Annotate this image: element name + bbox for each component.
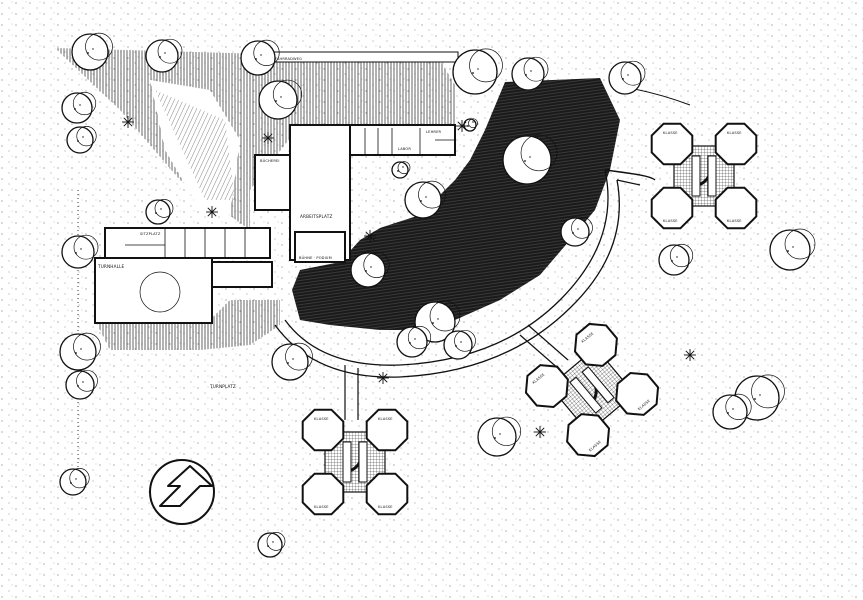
tree [240, 39, 280, 76]
tree [61, 234, 99, 269]
classroom-octagon [524, 364, 569, 409]
bike-path-label: FAHRRADWEG [275, 57, 302, 61]
tree [769, 228, 816, 271]
classroom-octagon [714, 122, 758, 166]
tree [414, 300, 461, 343]
gym-circle [139, 271, 181, 313]
tree [65, 369, 98, 400]
classroom-octagon [301, 472, 345, 516]
room-label-buehne: BÜHNE · PODIUM [299, 255, 332, 260]
classroom-octagon [301, 408, 345, 452]
classroom-octagon [573, 322, 618, 367]
classroom-label: KLASSE [727, 219, 742, 223]
tree [658, 243, 694, 276]
walkway-east-link [604, 169, 641, 186]
classroom-label: KLASSE [314, 505, 329, 509]
tree [463, 118, 478, 132]
sport-field-label: TURNPLATZ [209, 384, 236, 389]
tree [61, 91, 97, 124]
tree [350, 251, 390, 288]
classroom-octagon [365, 408, 409, 452]
tree [404, 180, 446, 219]
tree [608, 60, 646, 95]
classroom-octagon [615, 371, 660, 416]
shrub [122, 116, 134, 128]
shrub [377, 372, 389, 384]
hatched-slopes [55, 48, 455, 350]
classroom-octagon [365, 472, 409, 516]
tree [59, 468, 90, 496]
tree [66, 126, 97, 154]
pavilion-service-room [342, 441, 352, 483]
classroom-octagon [650, 186, 694, 230]
pavilion-service-room [358, 441, 368, 483]
gym-wing-rooms [125, 228, 246, 258]
walkway-southeast [519, 324, 569, 371]
pavilion-service-room [707, 155, 717, 197]
room-label-sitzplatz: SITZPLATZ [140, 232, 161, 236]
classroom-pavilions: KLASSE KLASSE KLASSE KLASSE KLASSE KLASSE KLAS… [301, 122, 758, 516]
pavilion-south: KLASSE KLASSE KLASSE KLASSE [301, 408, 409, 516]
shrub [456, 120, 468, 132]
tree [511, 56, 549, 91]
room-label-buecherei: BÜCHEREI [260, 158, 280, 163]
classroom-octagon [714, 186, 758, 230]
classroom-octagon [650, 122, 694, 166]
main-building [254, 124, 456, 263]
bike-path: FAHRRADWEG [267, 51, 459, 63]
tree [391, 161, 411, 179]
curved-walkway-outer [274, 179, 620, 378]
shrub [364, 230, 376, 242]
classroom-label: KLASSE [727, 131, 742, 135]
tree [145, 38, 183, 73]
tree [712, 393, 752, 430]
room-label-turnhalle: TURNHALLE [97, 264, 125, 269]
shrub [684, 349, 696, 361]
classroom-label: KLASSE [378, 417, 393, 421]
tree [71, 32, 113, 71]
pavilion-service-room [691, 155, 701, 197]
tree [443, 329, 476, 360]
trees [59, 32, 816, 558]
tree [396, 325, 432, 358]
tree [145, 199, 174, 225]
classroom-label: KLASSE [378, 505, 393, 509]
classroom-label: KLASSE [663, 131, 678, 135]
tree [258, 79, 303, 120]
tree [477, 416, 522, 457]
tree [452, 48, 503, 95]
classroom-label: KLASSE [314, 417, 329, 421]
tree [560, 216, 593, 247]
room-label-lehrer: LEHRER [426, 130, 441, 134]
pavilion-east: KLASSE KLASSE KLASSE KLASSE [650, 122, 758, 230]
gym-wing [94, 227, 273, 324]
shrub [534, 426, 546, 438]
tree [59, 332, 101, 371]
classroom-label: KLASSE [663, 219, 678, 223]
pavilion-court [548, 346, 636, 434]
tree [502, 134, 558, 185]
walkway-south [344, 365, 359, 420]
room-label-pausenplatz: ARBEITSPLATZ [300, 214, 332, 219]
main-building-rooms [364, 128, 455, 155]
pavilion-service-room [569, 376, 603, 414]
tree [271, 342, 313, 381]
north-arrow-icon [149, 459, 215, 525]
shrub [262, 132, 274, 144]
classroom-octagon [566, 413, 611, 458]
pavilion-service-room [581, 366, 615, 404]
tree [257, 532, 286, 558]
shrub [206, 206, 218, 218]
room-label-labor: LABOR [398, 147, 411, 151]
